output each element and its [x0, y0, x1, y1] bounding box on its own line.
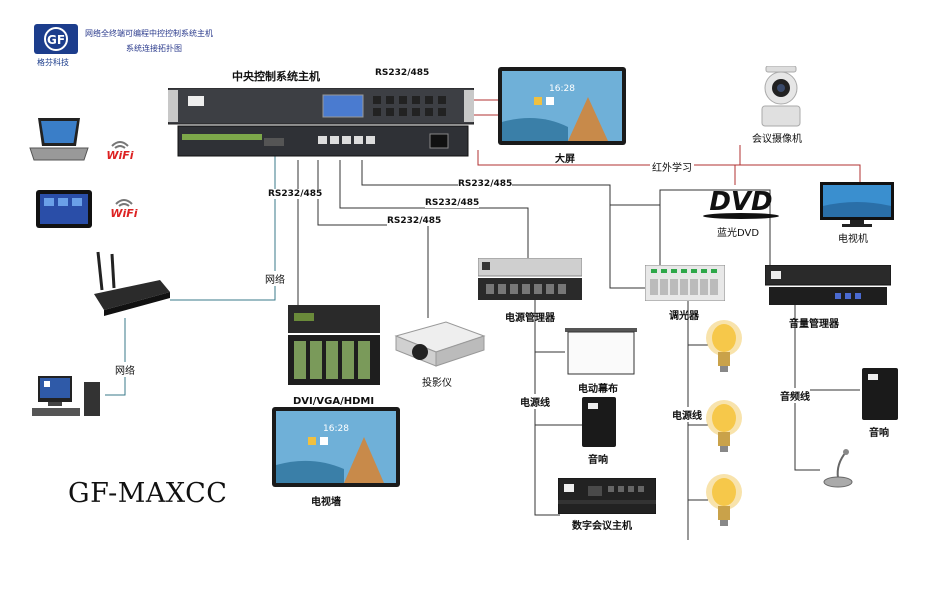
link-rs232-screen [609, 205, 645, 289]
link-audio-trunk [794, 290, 820, 471]
speaker-left-device [582, 397, 616, 447]
projector-label: 投影仪 [422, 378, 452, 389]
diagram-title-line1: 网络全终端可编程中控控制系统主机 [85, 29, 213, 38]
microphone-icon [823, 449, 853, 488]
rs232-label-c: RS232/485 [425, 198, 480, 208]
dimmer-device [645, 265, 725, 301]
speaker-right-device [862, 368, 898, 420]
link-rs232-projector [317, 160, 429, 318]
tablet-device [36, 190, 92, 228]
brand-title: GF-MAXCC [68, 478, 228, 509]
network-label-2: 网络 [115, 362, 135, 377]
dvd-logo-text: DVD [709, 187, 772, 217]
rs232-label-a: RS232/485 [268, 189, 323, 199]
link-network-router [170, 148, 276, 301]
pc-device [32, 376, 100, 416]
dvd-logo: DVD [703, 187, 779, 219]
projection-screen-label: 电动幕布 [578, 384, 618, 395]
rs232-label-b: RS232/485 [458, 179, 513, 189]
rs232-label-d: RS232/485 [387, 216, 442, 226]
power-line-label-1: 电源线 [520, 394, 550, 409]
network-label-1: 网络 [265, 271, 285, 286]
central-host-device [168, 88, 474, 157]
audio-manager-device [765, 265, 891, 305]
diagram-title-line2: 系统连接拓扑图 [126, 44, 182, 53]
wifi-1-badge: WiFi [106, 141, 134, 162]
link-rs232-power [339, 160, 529, 258]
tv-device [820, 182, 894, 227]
wifi-2-badge: WiFi [110, 199, 138, 220]
power-manager-device [478, 258, 582, 300]
big-screen-time: 16:28 [549, 84, 575, 94]
camera-label: 会议摄像机 [752, 134, 802, 145]
link-rs232-audio [659, 189, 771, 265]
bulb-3-icon [706, 474, 742, 526]
rs232-label-top: RS232/485 [375, 68, 430, 78]
wifi-2-text: WiFi [110, 207, 137, 220]
tv-label: 电视机 [838, 234, 868, 245]
video-wall-time: 16:28 [323, 424, 349, 434]
dimmer-label: 调光器 [669, 311, 699, 322]
company-logo: GF [34, 24, 78, 54]
audio-manager-label: 音量管理器 [789, 319, 839, 330]
central-host-label: 中央控制系统主机 [232, 70, 320, 83]
router-device [94, 251, 170, 316]
laptop-device [29, 118, 89, 161]
matrix-device [288, 305, 380, 385]
bulb-2-icon [706, 400, 742, 452]
big-screen-device: 16:28 [498, 67, 626, 145]
ir-learning-label: 红外学习 [650, 159, 694, 174]
camera-device [761, 66, 801, 127]
video-wall-device: 16:28 [272, 407, 400, 487]
speaker-left-label: 音响 [588, 455, 608, 466]
video-wall-label: 电视墙 [311, 497, 341, 508]
link-network-pc [105, 318, 126, 396]
dvd-label: 蓝光DVD [717, 228, 760, 239]
power-line-label-2: 电源线 [672, 407, 702, 422]
matrix-label: DVI/VGA/HDMI [293, 396, 375, 407]
projector-device [394, 321, 486, 367]
audio-line-label: 音频线 [780, 388, 810, 403]
big-screen-label: 大屏 [555, 154, 575, 165]
projection-screen-device [565, 328, 637, 375]
bulb-1-icon [706, 320, 742, 372]
logo-mark: GF [47, 33, 65, 47]
link-power-trunk [534, 298, 560, 516]
wifi-1-text: WiFi [106, 149, 133, 162]
link-rs232-dimmer [361, 160, 661, 265]
power-manager-label: 电源管理器 [505, 313, 555, 324]
digital-conference-label: 数字会议主机 [572, 521, 632, 532]
speaker-right-label: 音响 [869, 428, 889, 439]
digital-conference-device [558, 478, 656, 514]
company-name: 格芬科技 [37, 58, 69, 67]
